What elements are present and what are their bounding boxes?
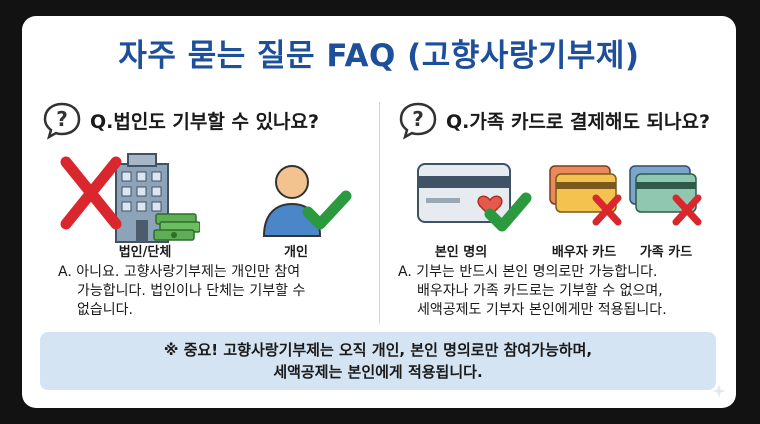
question-left-text: Q.법인도 기부할 수 있나요? [90, 110, 320, 133]
page-title: 자주 묻는 질문 FAQ (고향사랑기부제) [118, 38, 640, 74]
question-bubble-icon: ? [43, 102, 81, 140]
svg-text:?: ? [56, 107, 68, 131]
cross-icon [592, 194, 622, 226]
cross-icon [672, 194, 702, 226]
own-card-illustration [417, 163, 532, 232]
answer-left-line3: 없습니다. [77, 302, 133, 318]
faq-card: 자주 묻는 질문 FAQ (고향사랑기부제) ? Q.법인도 기부할 수 있나요… [22, 16, 736, 408]
question-bubble-icon: ? [399, 102, 437, 140]
label-family: 가족 카드 [639, 245, 693, 260]
label-own: 본인 명의 [434, 245, 488, 260]
label-individual: 개인 [284, 245, 308, 260]
cross-icon [60, 156, 122, 230]
check-icon [302, 190, 352, 230]
answer-right: A. 기부는 반드시 본인 명의로만 가능합니다. 배우자나 가족 카드로는 기… [398, 263, 667, 320]
answer-left-line1: A. 아니요. 고향사랑기부제는 개인만 참여 [58, 264, 301, 280]
spouse-card-illustration [549, 165, 622, 226]
question-right-text: Q.가족 카드로 결제해도 되나요? [446, 110, 710, 133]
question-right: ? Q.가족 카드로 결제해도 되나요? [398, 100, 710, 140]
individual-illustration [262, 165, 352, 237]
credit-card-icon [417, 163, 511, 223]
answer-right-line1: A. 기부는 반드시 본인 명의로만 가능합니다. [398, 264, 658, 280]
label-spouse: 배우자 카드 [551, 245, 617, 260]
answer-right-line3: 세액공제도 기부자 본인에게만 적용됩니다. [417, 302, 667, 318]
corporate-illustration [60, 153, 200, 243]
person-icon [262, 165, 322, 237]
family-card-illustration [629, 165, 702, 226]
answer-left: A. 아니요. 고향사랑기부제는 개인만 참여 가능합니다. 법인이나 단체는 … [58, 263, 305, 320]
money-icon [153, 213, 200, 241]
answer-right-line2: 배우자나 가족 카드로는 기부할 수 없으며, [417, 283, 663, 299]
check-icon [484, 192, 532, 232]
question-left: ? Q.법인도 기부할 수 있나요? [42, 100, 319, 140]
svg-text:?: ? [412, 107, 424, 131]
column-divider [379, 102, 380, 324]
sparkle-icon [712, 384, 726, 398]
label-corporate: 법인/단체 [118, 245, 172, 260]
answer-left-line2: 가능합니다. 법인이나 단체는 기부할 수 [77, 283, 306, 299]
notice-line2: 세액공제는 본인에게 적용됩니다. [273, 363, 483, 381]
important-notice: ※ 중요! 고향사랑기부제는 오직 개인, 본인 명의로만 참여가능하며, 세액… [40, 332, 716, 390]
building-icon [115, 153, 169, 243]
notice-line1: ※ 중요! 고향사랑기부제는 오직 개인, 본인 명의로만 참여가능하며, [163, 341, 593, 359]
